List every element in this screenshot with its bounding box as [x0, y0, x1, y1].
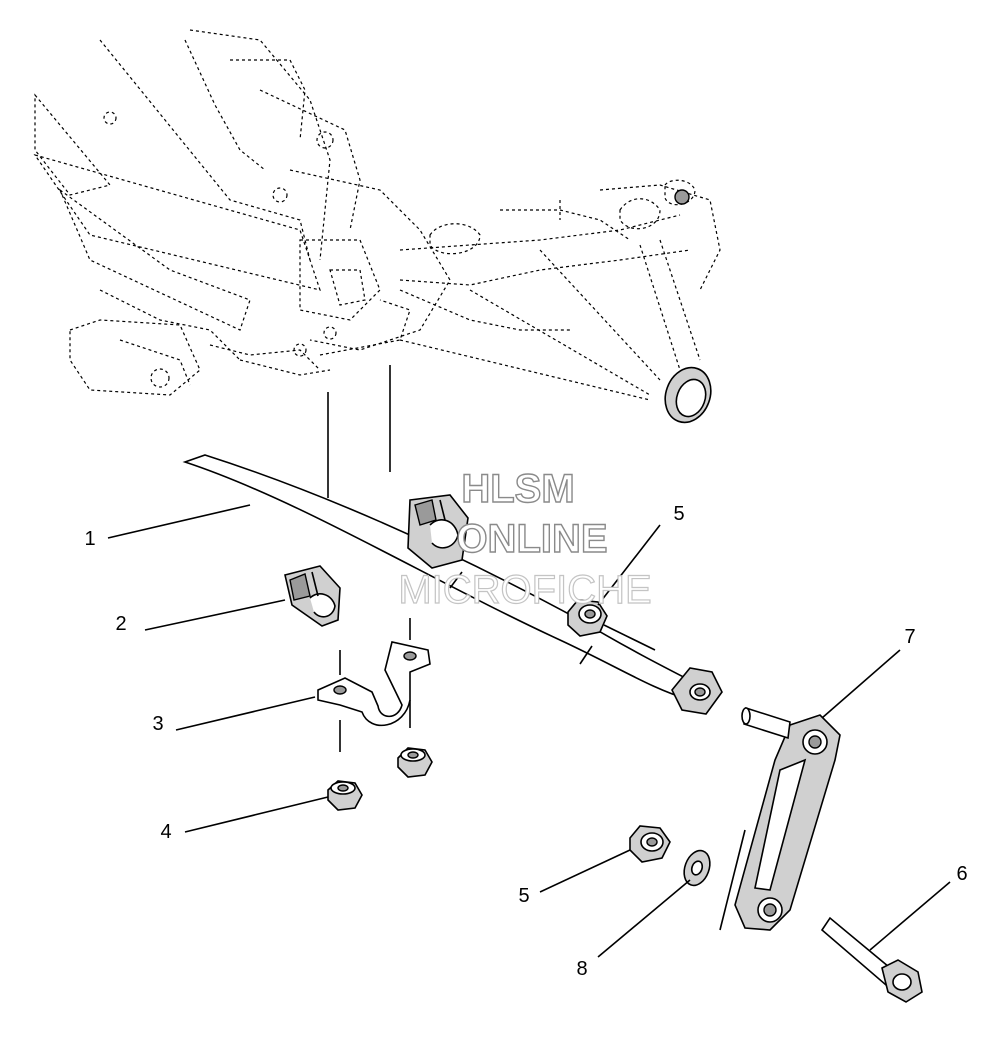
vehicle-frame-outline [33, 29, 721, 401]
leader-lines [107, 504, 951, 958]
watermark-line3: MICROFICHE [398, 568, 651, 612]
callout-8: 8 [576, 958, 587, 980]
bracket-nut-right [397, 747, 433, 778]
stabilizer-bushing-lower [284, 565, 341, 627]
watermark: HLSM ONLINE MICROFICHE [398, 466, 653, 612]
stabilizer-link [719, 706, 841, 931]
stabilizer-bushing-upper [407, 494, 469, 569]
watermark-line1: HLSM [461, 467, 574, 511]
callout-6: 6 [956, 863, 967, 885]
callout-7: 7 [904, 626, 915, 648]
callout-5-upper: 5 [673, 503, 684, 525]
stabilizer-bar [182, 454, 723, 715]
callout-4: 4 [160, 821, 171, 843]
callout-1: 1 [84, 528, 95, 550]
link-bolt [820, 916, 923, 1003]
callout-2: 2 [115, 613, 126, 635]
stabilizer-bracket [317, 618, 431, 752]
callout-5-lower: 5 [518, 885, 529, 907]
link-nut-lower [629, 825, 671, 863]
knuckle-bushing [664, 189, 712, 424]
bracket-nut-left [327, 780, 363, 811]
alignment-lines [327, 365, 391, 498]
callout-3: 3 [152, 713, 163, 735]
link-washer [683, 849, 711, 887]
callout-labels: 1 2 3 4 5 5 6 7 8 [84, 503, 967, 980]
link-nut-upper [567, 599, 656, 651]
watermark-line2: ONLINE [456, 517, 607, 561]
